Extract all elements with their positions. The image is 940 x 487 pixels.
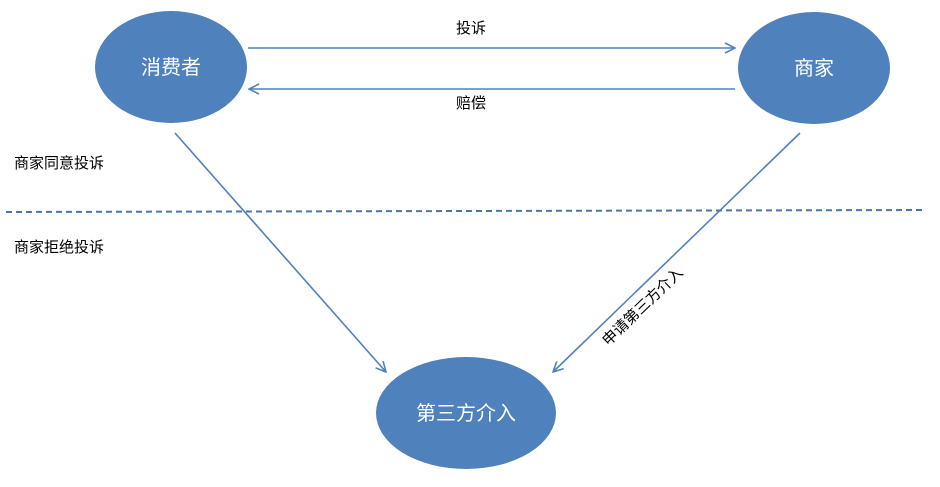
node-consumer-label: 消费者 <box>141 55 201 79</box>
scenario-divider <box>5 209 927 213</box>
node-third-party-shape <box>376 357 556 469</box>
edge-consumer-to-third-party-arrow <box>174 132 386 372</box>
node-third-party-label: 第三方介入 <box>416 401 516 425</box>
node-merchant-label: 商家 <box>794 56 834 80</box>
region-refuse-label: 商家拒绝投诉 <box>14 238 104 256</box>
region-agree-label: 商家同意投诉 <box>14 154 104 172</box>
edge-apply-third-party-label: 申请第三方介入 <box>599 263 687 349</box>
node-merchant-shape <box>738 12 890 124</box>
edge-compensation-label: 赔偿 <box>456 94 486 112</box>
node-consumer: 消费者 <box>95 11 247 123</box>
edge-merchant-to-third-party-arrow <box>553 132 801 372</box>
node-consumer-shape <box>95 11 247 123</box>
node-merchant: 商家 <box>738 12 890 124</box>
edge-complaint-label: 投诉 <box>456 19 486 37</box>
node-third-party: 第三方介入 <box>376 357 556 469</box>
